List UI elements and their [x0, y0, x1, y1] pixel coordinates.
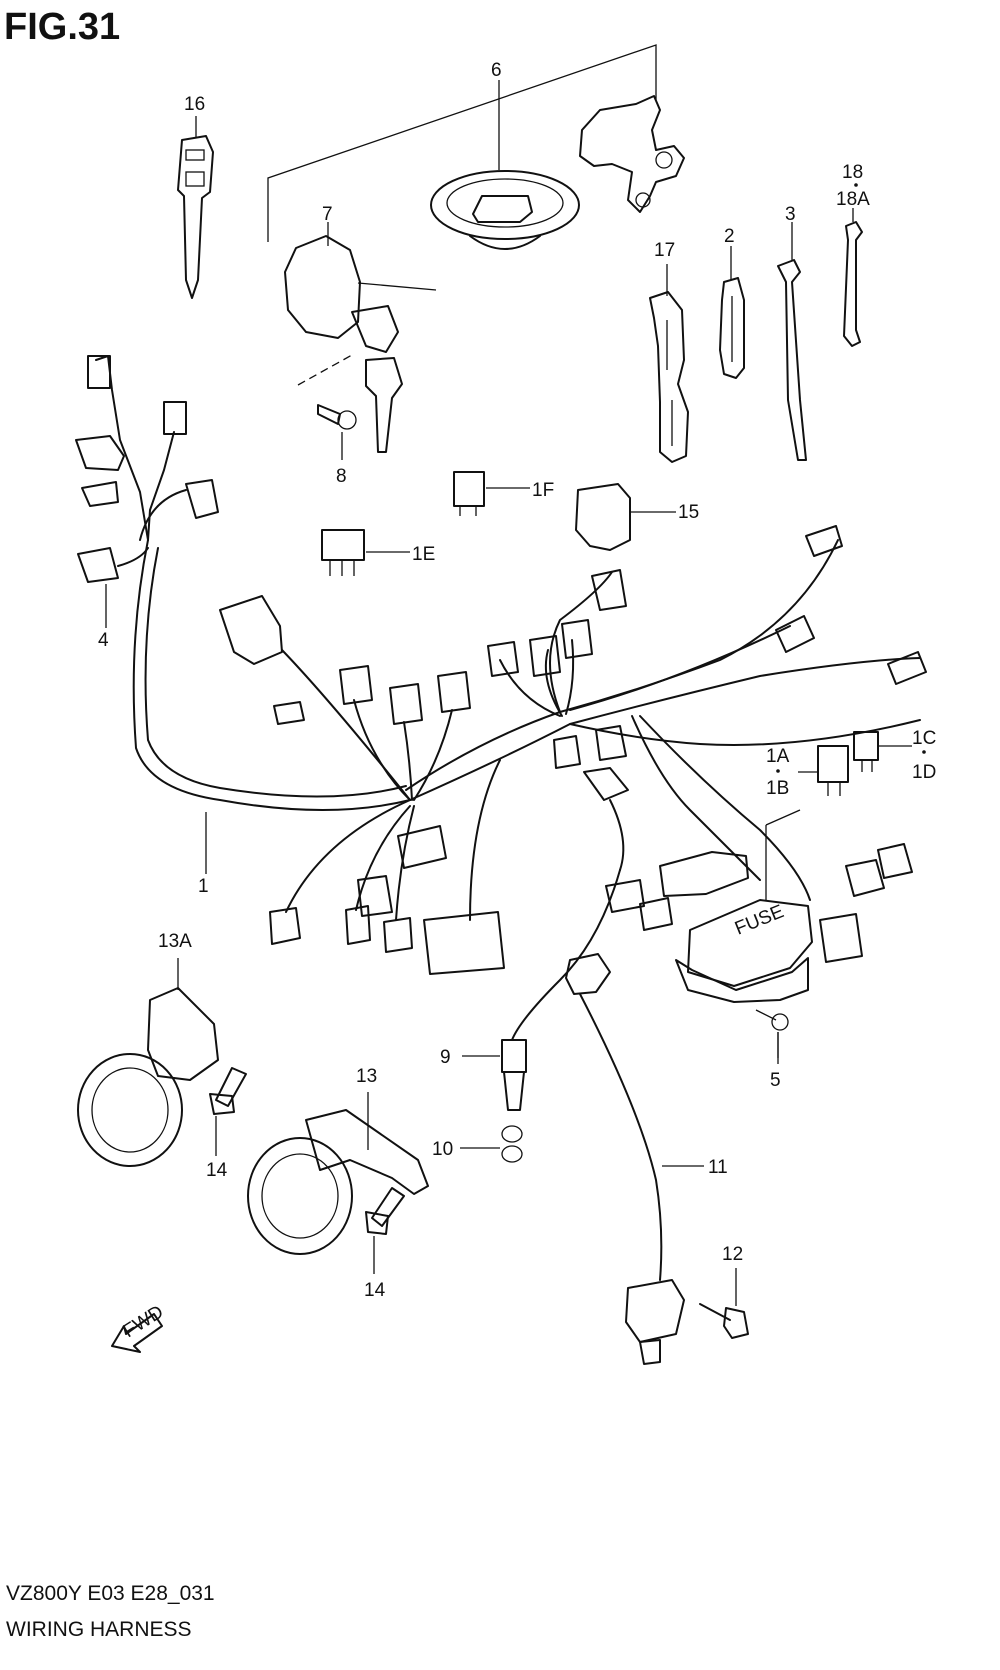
part-clamp-2[interactable] [719, 277, 745, 379]
callout-18: 18 [842, 162, 863, 183]
callout-1D: 1D [912, 762, 936, 783]
part-fuse-1E[interactable] [321, 529, 410, 576]
part-connectors-right[interactable] [605, 843, 913, 963]
callout-1: 1 [198, 876, 209, 897]
part-fuel-cap-6[interactable] [430, 170, 580, 250]
callout-8: 8 [336, 466, 347, 487]
fuse-box[interactable]: FUSE [675, 809, 813, 1003]
part-bolt-14a[interactable] [209, 1067, 247, 1156]
callout-13: 13 [356, 1066, 377, 1087]
part-horn-13A[interactable] [77, 958, 219, 1167]
part-fuse-1A-1B[interactable] [798, 745, 849, 796]
part-screw-5[interactable] [755, 1009, 789, 1058]
part-fuse-1C-1D[interactable] [853, 731, 912, 772]
figure-code: VZ800Y E03 E28_031 [6, 1582, 215, 1605]
callout-1C: 1C [912, 728, 936, 749]
part-clamp-18[interactable] [843, 221, 863, 347]
part-cable-tie-3[interactable] [777, 259, 807, 461]
callout-3: 3 [785, 204, 796, 225]
part-key-16[interactable] [177, 135, 214, 299]
figure-title: FIG.31 [4, 6, 121, 48]
callout-15: 15 [678, 502, 699, 523]
callout-1B: 1B [766, 778, 789, 799]
part-seat-lock-6[interactable] [579, 95, 685, 213]
callout-6: 6 [491, 60, 502, 81]
callout-5: 5 [770, 1070, 781, 1091]
callout-1E: 1E [412, 544, 435, 565]
fuse-box-label: FUSE [732, 901, 787, 939]
part-relay-15[interactable] [575, 483, 676, 551]
callout-1A: 1A [766, 746, 790, 767]
callout-labels: 16 6 7 8 17 2 3 18 18A 1F 15 1E 4 1 1A 1… [98, 60, 936, 1301]
part-fuse-1F[interactable] [453, 471, 530, 516]
callout-14a: 14 [206, 1160, 228, 1181]
callout-17: 17 [654, 240, 675, 261]
callout-4: 4 [98, 630, 109, 651]
callout-14b: 14 [364, 1280, 386, 1301]
part-switch-9[interactable] [462, 869, 621, 1111]
callout-16: 16 [184, 94, 205, 115]
part-sensor-11[interactable] [565, 953, 704, 1365]
callout-10: 10 [432, 1139, 453, 1160]
part-horn-13[interactable] [247, 1092, 429, 1255]
fwd-arrow: FWD [111, 1302, 168, 1353]
callout-11: 11 [708, 1157, 728, 1178]
fwd-label: FWD [120, 1302, 168, 1343]
figure-name: WIRING HARNESS [6, 1618, 192, 1641]
part-ignition-switch-7[interactable] [284, 235, 437, 453]
lock-set-bracket [267, 44, 657, 242]
part-bracket-17[interactable] [649, 291, 689, 463]
callout-1F: 1F [532, 480, 554, 501]
part-screw-8[interactable] [317, 404, 357, 460]
part-o-ring-10[interactable] [460, 1125, 523, 1163]
callout-18A: 18A [836, 189, 870, 210]
callout-13A: 13A [158, 931, 192, 952]
callout-12: 12 [722, 1244, 743, 1265]
part-bolt-12[interactable] [699, 1268, 749, 1339]
callout-2: 2 [724, 226, 735, 247]
part-bolt-14b[interactable] [365, 1187, 405, 1274]
callout-9: 9 [440, 1047, 451, 1068]
callout-7: 7 [322, 204, 333, 225]
